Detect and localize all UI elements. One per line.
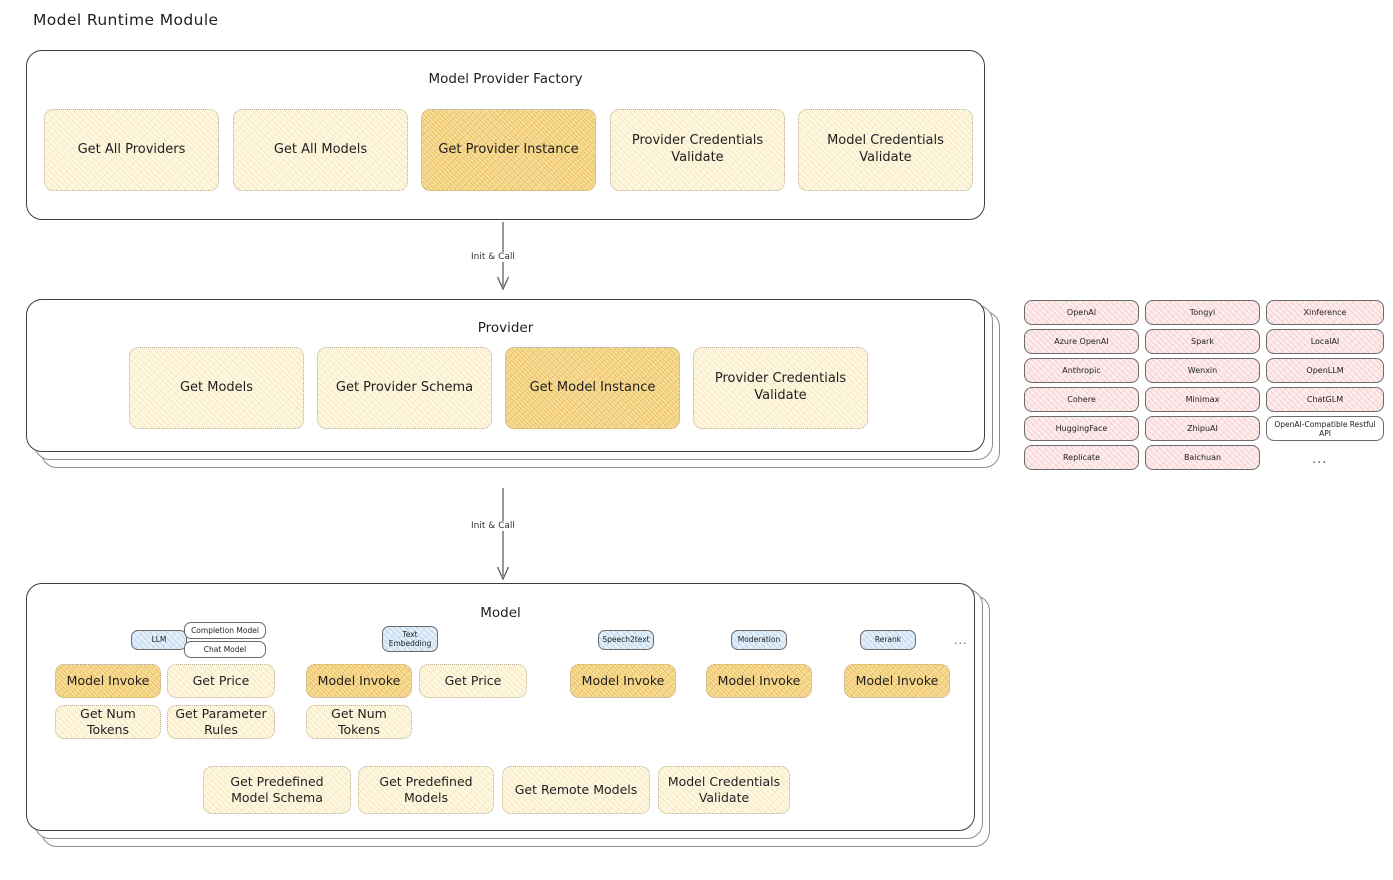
node-get-all-providers[interactable]: Get All Providers (44, 109, 219, 191)
badge-text-embedding[interactable]: Text Embedding (382, 626, 438, 652)
node-speech2text-model-invoke[interactable]: Model Invoke (570, 664, 676, 698)
badge-completion-model[interactable]: Completion Model (184, 622, 266, 639)
node-text-embedding-get-num-tokens[interactable]: Get Num Tokens (306, 705, 412, 739)
node-llm-model-invoke[interactable]: Model Invoke (55, 664, 161, 698)
node-get-predefined-model-schema[interactable]: Get Predefined Model Schema (203, 766, 351, 814)
provider-chip-openllm[interactable]: OpenLLM (1266, 358, 1384, 383)
panel-title-provider: Provider (477, 320, 534, 336)
node-provider-credentials-validate-2[interactable]: Provider Credentials Validate (693, 347, 868, 429)
provider-list-more: ... (1312, 452, 1328, 467)
provider-chip-localai[interactable]: LocalAI (1266, 329, 1384, 354)
arrow-label-init-and-call-2: Init & Call (468, 521, 518, 531)
node-get-remote-models[interactable]: Get Remote Models (502, 766, 650, 814)
provider-chip-minimax[interactable]: Minimax (1145, 387, 1260, 412)
panel-model: Model LLM Completion Model Chat Model Mo… (26, 583, 975, 831)
badge-moderation[interactable]: Moderation (731, 630, 787, 650)
panel-title-model: Model (480, 605, 521, 621)
node-get-model-instance[interactable]: Get Model Instance (505, 347, 680, 429)
node-get-provider-instance[interactable]: Get Provider Instance (421, 109, 596, 191)
arrow-provider-to-model: Init & Call (465, 488, 545, 583)
node-llm-get-num-tokens[interactable]: Get Num Tokens (55, 705, 161, 739)
arrow-factory-to-provider: Init & Call (465, 222, 545, 294)
node-llm-get-price[interactable]: Get Price (167, 664, 275, 698)
provider-chip-wenxin[interactable]: Wenxin (1145, 358, 1260, 383)
provider-chip-openai[interactable]: OpenAI (1024, 300, 1139, 325)
provider-list: OpenAI Azure OpenAI Anthropic Cohere Hug… (1024, 300, 1384, 475)
page-title: Model Runtime Module (33, 11, 219, 29)
badge-chat-model[interactable]: Chat Model (184, 641, 266, 658)
node-get-predefined-models[interactable]: Get Predefined Models (358, 766, 494, 814)
provider-chip-chatglm[interactable]: ChatGLM (1266, 387, 1384, 412)
provider-chip-zhipuai[interactable]: ZhipuAI (1145, 416, 1260, 441)
node-llm-get-parameter-rules[interactable]: Get Parameter Rules (167, 705, 275, 739)
node-get-provider-schema[interactable]: Get Provider Schema (317, 347, 492, 429)
node-rerank-model-invoke[interactable]: Model Invoke (844, 664, 950, 698)
provider-chip-azure-openai[interactable]: Azure OpenAI (1024, 329, 1139, 354)
provider-chip-huggingface[interactable]: HuggingFace (1024, 416, 1139, 441)
node-get-all-models[interactable]: Get All Models (233, 109, 408, 191)
provider-chip-cohere[interactable]: Cohere (1024, 387, 1139, 412)
arrow-down-icon (496, 488, 510, 581)
node-text-embedding-get-price[interactable]: Get Price (419, 664, 527, 698)
node-get-models[interactable]: Get Models (129, 347, 304, 429)
node-model-credentials-validate[interactable]: Model Credentials Validate (798, 109, 973, 191)
provider-chip-replicate[interactable]: Replicate (1024, 445, 1139, 470)
provider-chip-anthropic[interactable]: Anthropic (1024, 358, 1139, 383)
badge-speech2text[interactable]: Speech2text (598, 630, 654, 650)
model-groups-more: ... (954, 634, 968, 647)
node-moderation-model-invoke[interactable]: Model Invoke (706, 664, 812, 698)
panel-title-model-provider-factory: Model Provider Factory (428, 71, 583, 87)
node-provider-credentials-validate[interactable]: Provider Credentials Validate (610, 109, 785, 191)
provider-chip-tongyi[interactable]: Tongyi (1145, 300, 1260, 325)
node-text-embedding-model-invoke[interactable]: Model Invoke (306, 664, 412, 698)
provider-chip-spark[interactable]: Spark (1145, 329, 1260, 354)
panel-model-provider-factory: Model Provider Factory Get All Providers… (26, 50, 985, 220)
provider-chip-openai-compatible-restful-api[interactable]: OpenAI-Compatible Restful API (1266, 416, 1384, 441)
panel-provider: Provider Get Models Get Provider Schema … (26, 299, 985, 452)
badge-llm[interactable]: LLM (131, 630, 187, 650)
node-model-credentials-validate-3[interactable]: Model Credentials Validate (658, 766, 790, 814)
arrow-label-init-and-call-1: Init & Call (468, 252, 518, 262)
provider-chip-xinference[interactable]: Xinference (1266, 300, 1384, 325)
provider-chip-baichuan[interactable]: Baichuan (1145, 445, 1260, 470)
badge-rerank[interactable]: Rerank (860, 630, 916, 650)
